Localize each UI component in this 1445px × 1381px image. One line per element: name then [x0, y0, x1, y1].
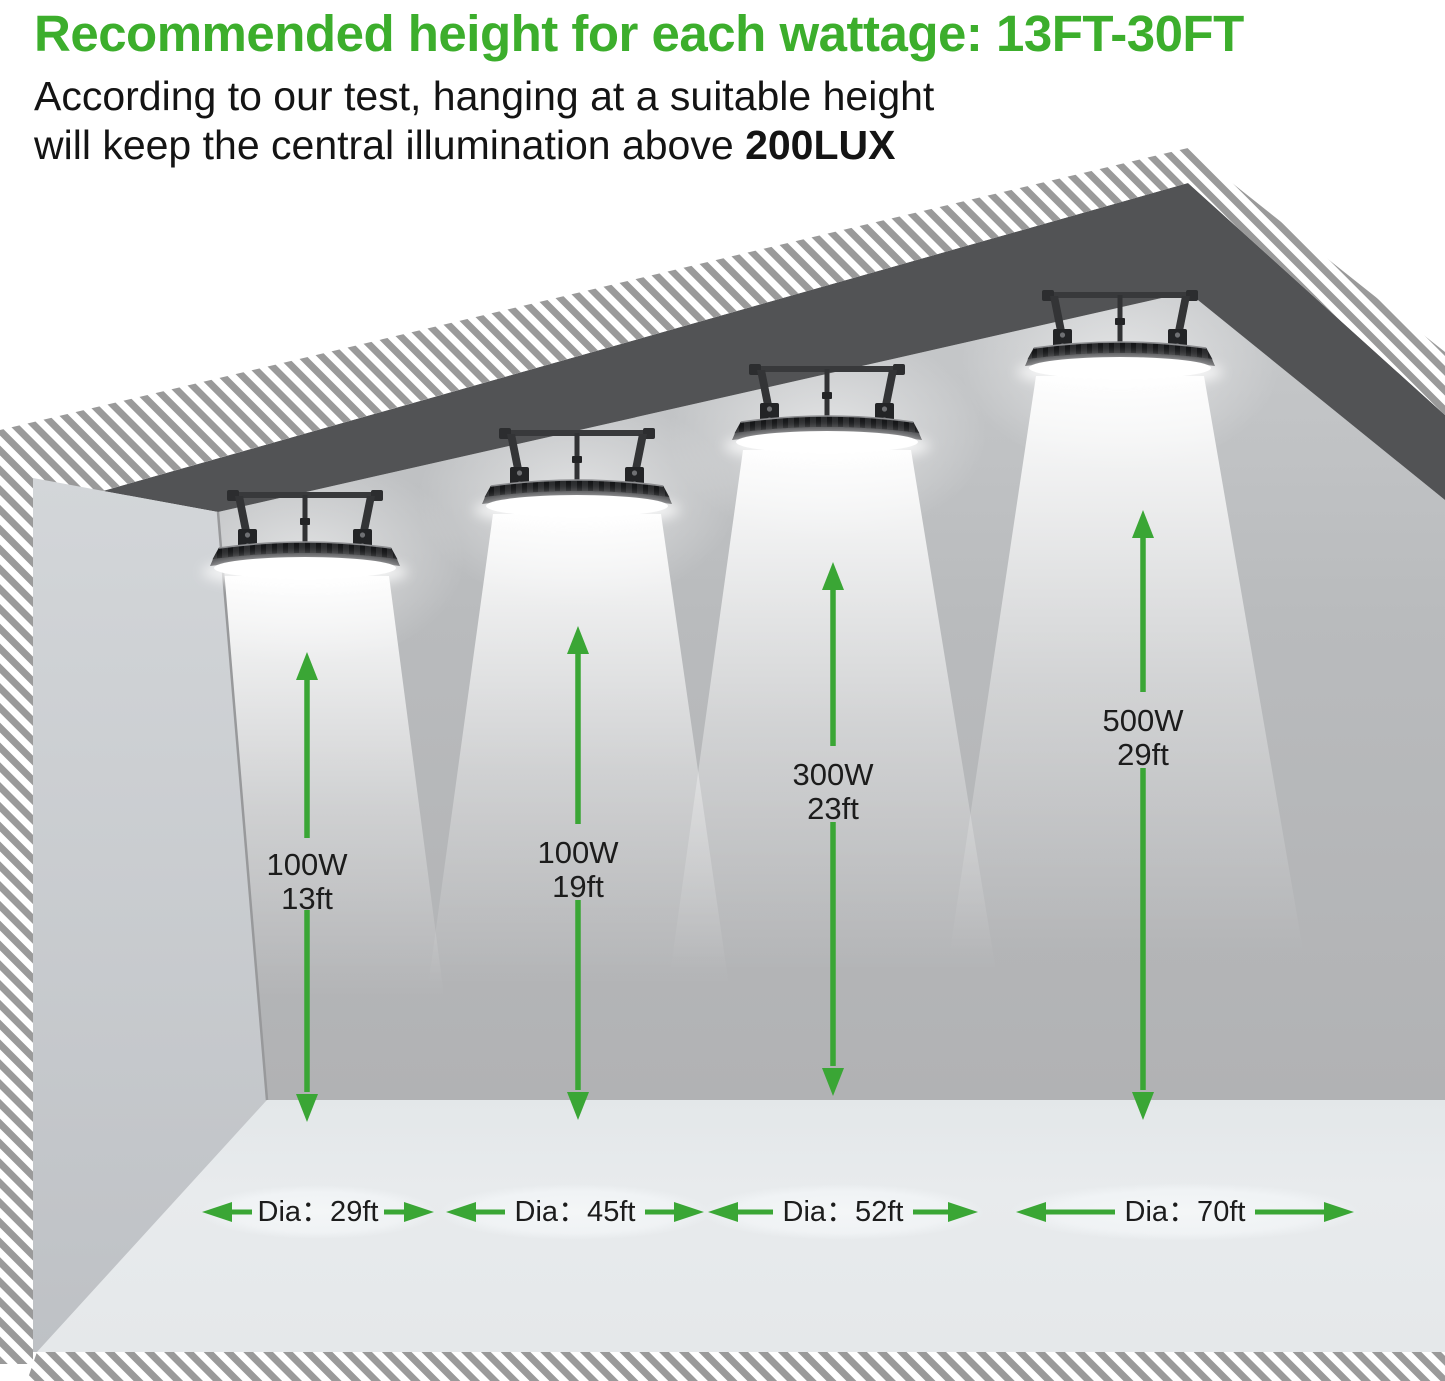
height-arrow-4	[1132, 510, 1154, 1120]
light-beam-4	[925, 376, 1332, 1118]
wattage-4: 500W	[1102, 703, 1184, 738]
subtitle-emphasis: 200LUX	[745, 122, 896, 168]
page-subtitle: According to our test, hanging at a suit…	[34, 72, 1134, 170]
mount-height-2: 19ft	[552, 869, 604, 904]
height-label-4: 500W 29ft	[1053, 704, 1233, 772]
wattage-3: 300W	[792, 757, 874, 792]
light-pool-1	[200, 1185, 436, 1239]
floor-front-edge-hatch	[27, 1352, 1445, 1381]
diameter-label-1: Dia：29ft	[257, 1196, 379, 1228]
subtitle-line2: will keep the central illumination above	[34, 122, 734, 168]
wattage-2: 100W	[537, 835, 619, 870]
wattage-1: 100W	[266, 847, 348, 882]
left-wall-edge-hatch	[0, 432, 33, 1364]
floor-light-pools	[200, 1183, 1361, 1241]
left-wall	[33, 478, 267, 1352]
height-label-1: 100W 13ft	[217, 848, 397, 916]
height-arrow-3	[822, 562, 844, 1096]
diameter-arrow-3	[708, 1202, 978, 1222]
light-pool-4	[1009, 1183, 1361, 1241]
mount-height-4: 29ft	[1117, 737, 1169, 772]
diameter-arrow-1	[202, 1202, 434, 1222]
light-pool-3	[702, 1184, 984, 1240]
diameter-label-3: Dia：52ft	[782, 1196, 904, 1228]
height-arrow-2	[567, 626, 589, 1120]
height-label-2: 100W 19ft	[488, 836, 668, 904]
wall-corner-edge	[216, 511, 269, 1101]
light-pool-2	[439, 1184, 711, 1240]
diameter-label-2: Dia：45ft	[514, 1196, 636, 1228]
diameter-arrow-4	[1016, 1202, 1354, 1222]
roof-underside	[103, 183, 1445, 512]
light-beam-3	[650, 450, 1020, 1118]
mount-height-3: 23ft	[807, 791, 859, 826]
mount-height-1: 13ft	[281, 881, 333, 916]
height-arrow-1	[296, 652, 318, 1122]
subtitle-line1: According to our test, hanging at a suit…	[34, 73, 935, 119]
diameter-label-4: Dia：70ft	[1124, 1196, 1246, 1228]
height-label-3: 300W 23ft	[743, 758, 923, 826]
page-title: Recommended height for each wattage: 13F…	[34, 5, 1244, 62]
diameter-arrow-2	[446, 1202, 704, 1222]
